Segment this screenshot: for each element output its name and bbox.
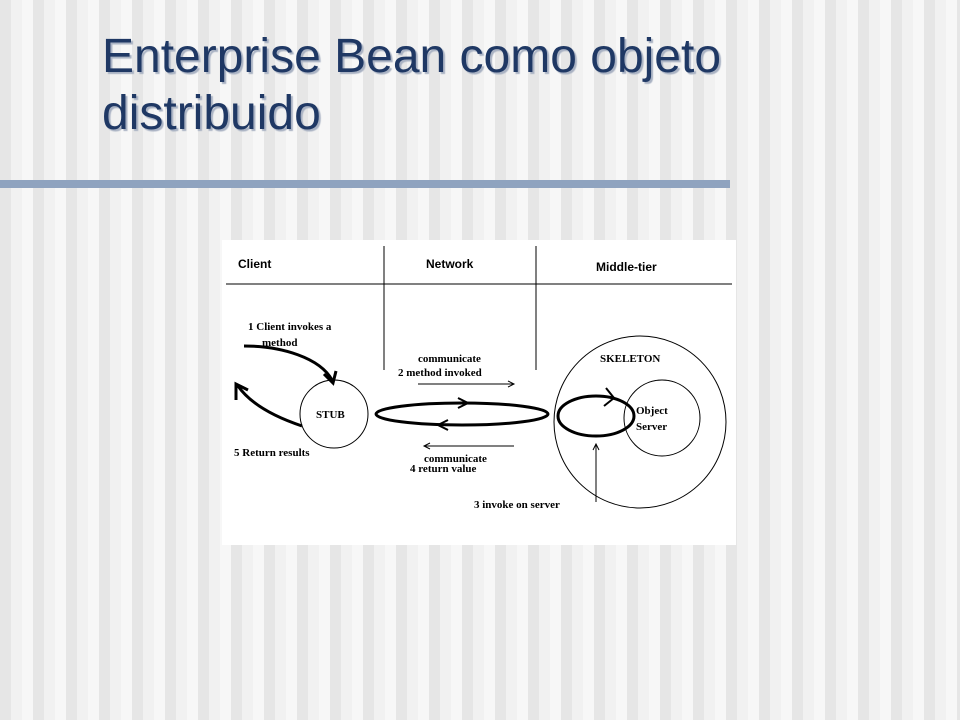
object-server-label-line1: Object (636, 405, 668, 417)
step4-label-line1: communicate (424, 453, 487, 465)
step4-label-line2: 4 return value (410, 463, 477, 475)
step4-arrowhead (422, 442, 431, 450)
column-header-client: Client (238, 257, 271, 271)
stub-label: STUB (316, 409, 345, 421)
step2-arrowhead (507, 380, 516, 388)
skeleton-circle (553, 335, 727, 509)
skeleton-loop-arrowhead (603, 387, 616, 407)
skeleton-invoke-loop (556, 394, 636, 438)
distributed-object-diagram: Client Network Middle-tier 1 Client invo… (222, 240, 736, 545)
step2-label-line2: 2 method invoked (398, 367, 482, 379)
skeleton-label: SKELETON (600, 353, 660, 365)
column-header-middle-tier: Middle-tier (596, 260, 657, 274)
network-loop-arrow-top (457, 397, 471, 409)
step3-arrowhead (592, 442, 600, 451)
object-server-label-line2: Server (636, 421, 667, 433)
network-loop (374, 401, 550, 427)
return-arrow (236, 385, 303, 428)
step2-label-line1: communicate (418, 353, 481, 365)
title-underline (0, 180, 730, 188)
step1-label-line1: 1 Client invokes a (248, 321, 332, 333)
step5-label: 5 Return results (234, 447, 310, 459)
invoke-arrow (243, 344, 334, 381)
step3-label: 3 invoke on server (474, 499, 560, 511)
stub-circle (299, 379, 369, 449)
column-header-network: Network (426, 257, 474, 271)
network-loop-arrow-bottom (435, 419, 449, 431)
step1-label-line2: method (262, 337, 297, 349)
invoke-arrowhead (322, 370, 338, 386)
slide-title: Enterprise Bean como objeto distribuido (102, 30, 722, 140)
object-server-circle (623, 379, 701, 457)
diagram-canvas: Client Network Middle-tier 1 Client invo… (226, 246, 732, 511)
return-arrowhead (234, 381, 249, 400)
